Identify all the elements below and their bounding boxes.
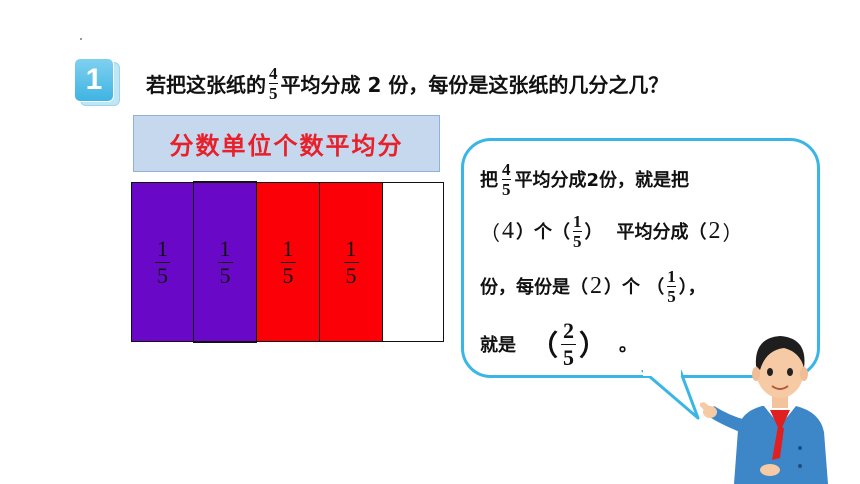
bubble-fraction: 4 5: [502, 160, 511, 199]
fraction-denominator: 5: [563, 344, 575, 370]
cell-numerator: 1: [345, 235, 357, 261]
answer-value: 2: [590, 272, 602, 299]
strip-cell: 1 5: [132, 183, 194, 341]
bubble-fraction: 1 5: [573, 212, 582, 251]
text: 平均分成2份，就是把: [514, 170, 690, 191]
answer-value: 4: [502, 217, 514, 244]
paren: （: [530, 329, 559, 362]
bubble-line-1: 把 4 5 平均分成2份，就是把: [480, 152, 689, 206]
bubble-line-3: 份，每份是（ 2 ）个 （ 1 5 ），: [480, 258, 706, 314]
paper-strip: 1 5 1 5 1 5 1 5: [131, 182, 444, 342]
answer-fraction: 2 5: [561, 317, 577, 371]
cell-fraction: 1 5: [155, 236, 170, 289]
cell-fraction: 1 5: [343, 235, 359, 289]
text: ）: [584, 222, 603, 243]
answer-value: 2: [708, 217, 721, 244]
cell-denominator: 5: [219, 262, 231, 288]
method-title: 分数单位个数平均分: [133, 115, 440, 172]
student-illustration: [700, 336, 828, 484]
fraction-numerator: 2: [563, 317, 575, 343]
strip-cell: 1 5: [194, 183, 257, 341]
text: 平均分成（: [616, 222, 707, 243]
fraction-numerator: 1: [667, 266, 676, 286]
text: 就是: [480, 335, 516, 356]
question-suffix: 平均分成 2 份，每份是这张纸的几分之几？: [280, 72, 669, 97]
fraction-bar: [280, 261, 296, 263]
fraction-bar: [155, 261, 170, 263]
paren: （: [480, 220, 500, 245]
text: ）个 （: [604, 277, 665, 298]
fraction-bar: [667, 285, 676, 287]
strip-cell: 1 5: [320, 183, 383, 341]
fraction-numerator: 1: [573, 211, 582, 231]
fraction-denominator: 5: [667, 286, 676, 306]
speech-bubble: [461, 138, 820, 378]
text: 把: [480, 170, 498, 191]
fraction-numerator: 4: [502, 159, 511, 179]
fraction-bar: [269, 82, 278, 84]
cell-numerator: 1: [219, 235, 231, 261]
cell-numerator: 1: [157, 235, 168, 261]
text: ），: [678, 277, 706, 298]
badge-number: 1: [74, 58, 114, 102]
fraction-denominator: 5: [269, 83, 278, 103]
strip-cell-empty: [383, 183, 443, 341]
cell-denominator: 5: [157, 262, 168, 288]
offset-piece-outline: [193, 181, 257, 343]
fraction-bar: [573, 230, 582, 232]
cell-numerator: 1: [282, 235, 294, 261]
cell-denominator: 5: [345, 262, 357, 288]
dot-mark: [80, 38, 82, 40]
fraction-bar: [502, 178, 511, 180]
question-prefix: 若把这张纸的: [146, 72, 266, 97]
strip-cell: 1 5: [257, 183, 320, 341]
fraction-bar: [561, 343, 577, 345]
fraction-bar: [343, 261, 359, 263]
question-text: 若把这张纸的 4 5 平均分成 2 份，每份是这张纸的几分之几？: [146, 58, 668, 108]
question-fraction: 4 5: [269, 64, 278, 103]
bubble-line-2: （ 4 ）个（ 1 5 ） 平均分成（ 2 ）: [480, 206, 743, 256]
text: 份，每份是（: [480, 277, 588, 298]
fraction-numerator: 4: [269, 63, 278, 83]
fraction-denominator: 5: [573, 231, 582, 251]
paren: ）: [722, 220, 743, 245]
bubble-fraction: 1 5: [667, 267, 676, 306]
bubble-line-4: 就是 （ 2 5 ） 。: [480, 316, 637, 372]
fraction-bar: [217, 261, 233, 263]
cell-denominator: 5: [282, 262, 294, 288]
text: 。: [619, 335, 638, 356]
fraction-denominator: 5: [502, 179, 511, 199]
text: ）个（: [516, 222, 570, 243]
cell-fraction: 1 5: [280, 235, 296, 289]
paren: ）: [579, 329, 608, 362]
cell-fraction: 1 5: [217, 235, 233, 289]
problem-number-badge: 1: [74, 58, 120, 106]
bubble-tail: [641, 370, 700, 420]
